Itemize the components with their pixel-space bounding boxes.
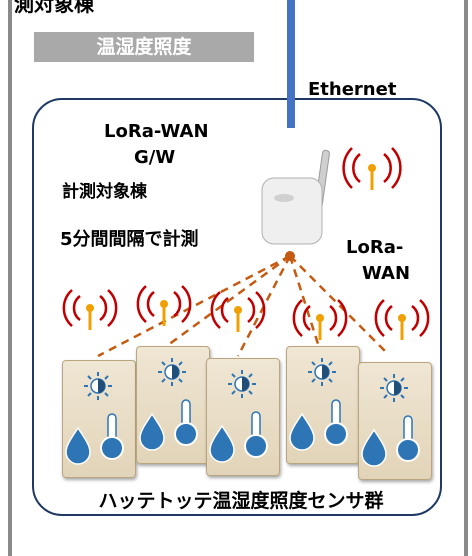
lora-label-line2: WAN — [362, 263, 411, 284]
sensor-device-2 — [136, 346, 210, 464]
antenna-icon-1 — [62, 289, 118, 330]
category-badge: 温湿度照度 — [34, 32, 254, 62]
sensor-device-3 — [206, 358, 280, 476]
ethernet-cable — [287, 0, 295, 128]
radio-links — [97, 254, 389, 358]
interval-label: 5分間間隔で計測 — [60, 229, 199, 250]
antenna-icon-3 — [210, 291, 266, 332]
antenna-icon-2 — [136, 285, 192, 326]
sensor-device-5 — [358, 362, 432, 480]
sensor-device-1 — [62, 360, 136, 478]
ethernet-label: Ethernet — [308, 79, 397, 100]
gateway-title-line1: LoRa-WAN — [104, 121, 209, 142]
gateway-device-icon — [261, 149, 330, 245]
link-origin-dot — [285, 251, 295, 261]
gateway-title-line2: G/W — [134, 147, 176, 168]
sensor-group-caption: ハッテトッテ温湿度照度センサ群 — [98, 490, 384, 512]
left-frame-line — [8, 0, 12, 556]
antenna-icon-4 — [292, 299, 348, 340]
building-label: 計測対象棟 — [62, 182, 147, 202]
lora-label-line1: LoRa- — [346, 237, 404, 258]
antenna-icon-gateway — [342, 147, 402, 190]
sensor-device-4 — [286, 346, 360, 464]
top-cut-text: 測対象棟 — [14, 0, 94, 16]
antenna-icon-5 — [374, 299, 430, 340]
right-frame-line — [464, 0, 468, 556]
